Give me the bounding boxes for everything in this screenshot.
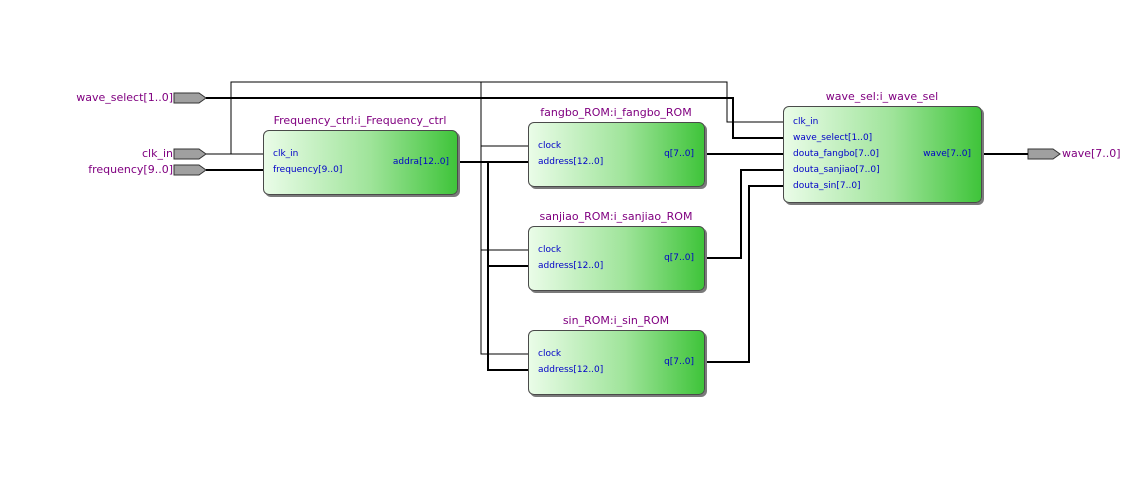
sanjiao-rom-q-port: q[7..0] (664, 253, 694, 263)
wave-sel-douta-sanjiao-port: douta_sanjiao[7..0] (793, 165, 880, 175)
fangbo-rom-q-port: q[7..0] (664, 149, 694, 159)
wave-output-label: wave[7..0] (1062, 147, 1121, 160)
wave-sel-wave-port: wave[7..0] (923, 149, 971, 159)
frequency-input-pin[interactable] (173, 164, 207, 176)
wave-sel-clk-port: clk_in (793, 117, 819, 127)
sanjiao-rom-clock-port: clock (538, 245, 562, 255)
sanjiao-rom-title: sanjiao_ROM:i_sanjiao_ROM (539, 210, 693, 223)
sin-rom-title: sin_ROM:i_sin_ROM (562, 314, 670, 327)
frequency-ctrl-block[interactable]: clk_in frequency[9..0] addra[12..0] (263, 130, 458, 195)
fangbo-rom-title: fangbo_ROM:i_fangbo_ROM (540, 106, 692, 119)
frequency-ctrl-title: Frequency_ctrl:i_Frequency_ctrl (273, 114, 447, 127)
wave-output-pin[interactable] (1027, 148, 1061, 160)
clk-in-input-pin[interactable] (173, 148, 207, 160)
sin-rom-clock-port: clock (538, 349, 562, 359)
sanjiao-rom-block[interactable]: clock address[12..0] q[7..0] (528, 226, 705, 291)
clk-in-label: clk_in (141, 147, 173, 160)
fangbo-rom-clock-port: clock (538, 141, 562, 151)
fangbo-rom-address-port: address[12..0] (538, 157, 604, 167)
frequency-ctrl-freq-port: frequency[9..0] (273, 165, 343, 175)
sin-rom-block[interactable]: clock address[12..0] q[7..0] (528, 330, 705, 395)
sanjiao-rom-address-port: address[12..0] (538, 261, 604, 271)
frequency-ctrl-clk-port: clk_in (273, 149, 299, 159)
wave-sel-block[interactable]: clk_in wave_select[1..0] douta_fangbo[7.… (783, 106, 982, 203)
wave-sel-title: wave_sel:i_wave_sel (825, 90, 939, 103)
wave-sel-douta-sin-port: douta_sin[7..0] (793, 181, 861, 191)
frequency-ctrl-addra-port: addra[12..0] (392, 157, 449, 167)
wave-sel-wave-select-port: wave_select[1..0] (793, 133, 873, 143)
frequency-label: frequency[9..0] (88, 163, 173, 176)
sin-rom-address-port: address[12..0] (538, 365, 604, 375)
fangbo-rom-block[interactable]: clock address[12..0] q[7..0] (528, 122, 705, 187)
wave-select-input-pin[interactable] (173, 92, 207, 104)
sin-rom-q-port: q[7..0] (664, 357, 694, 367)
wave-select-label: wave_select[1..0] (76, 91, 173, 104)
wave-sel-douta-fangbo-port: douta_fangbo[7..0] (793, 149, 879, 159)
bus-wires (206, 97, 1028, 371)
